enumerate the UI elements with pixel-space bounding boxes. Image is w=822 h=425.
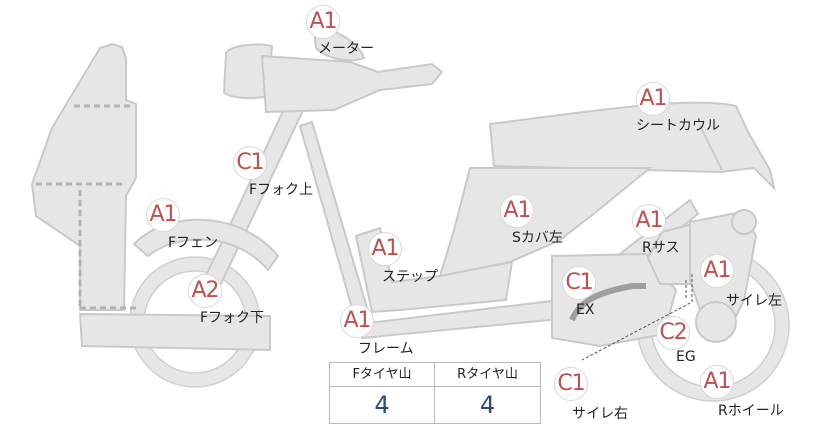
part-label: Fフォク上 [249, 182, 314, 198]
down-tube-shape [298, 120, 372, 324]
muffler-end [695, 301, 737, 343]
grade-badge: A1 [340, 304, 374, 338]
part-label: シートカウル [636, 118, 720, 134]
part-label: Fフェン [168, 235, 219, 251]
grade-badge: C1 [554, 367, 588, 401]
part-label: Rサス [642, 240, 680, 256]
grade-badge: A1 [632, 204, 666, 238]
front-cowl-dashes [36, 104, 136, 310]
head-shape [260, 54, 444, 114]
part-label: フレーム [358, 341, 414, 357]
grade-badge: A1 [700, 365, 734, 399]
part-label: サイレ右 [572, 406, 628, 422]
grade-badge: A1 [368, 232, 402, 266]
rear-tread-header: Rタイヤ山 [435, 363, 540, 387]
part-label: サイレ左 [726, 293, 782, 309]
front-tread-value: 4 [330, 387, 435, 423]
part-label: Rホイール [718, 403, 784, 419]
grade-badge: C1 [562, 266, 596, 300]
grade-badge: C1 [233, 146, 267, 180]
rear-tread-value: 4 [479, 391, 496, 419]
front-tread-header: Fタイヤ山 [330, 363, 435, 387]
grade-badge: C2 [656, 316, 690, 350]
tire-tread-table: Fタイヤ山 Rタイヤ山 4 4 [329, 362, 541, 424]
part-label: EG [676, 349, 696, 365]
leader-line [581, 274, 693, 361]
side-cover-shape [438, 167, 653, 278]
part-label: ステップ [382, 269, 438, 285]
front-cowl-shape [30, 42, 137, 311]
seat-cowl-shape [488, 101, 776, 192]
grade-badge: A1 [700, 254, 734, 288]
grade-badge: A1 [306, 5, 340, 39]
part-label: EX [576, 302, 595, 318]
grade-badge: A1 [500, 194, 534, 228]
grade-badge: A1 [636, 82, 670, 116]
part-label: Fフォク下 [200, 310, 265, 326]
part-label: Sカバ左 [512, 230, 563, 246]
part-label: メーター [318, 41, 374, 57]
grade-badge: A2 [188, 274, 222, 308]
grade-badge: A1 [146, 198, 180, 232]
exhaust-pipe-shape [569, 283, 646, 322]
front-lower-body [78, 312, 271, 352]
